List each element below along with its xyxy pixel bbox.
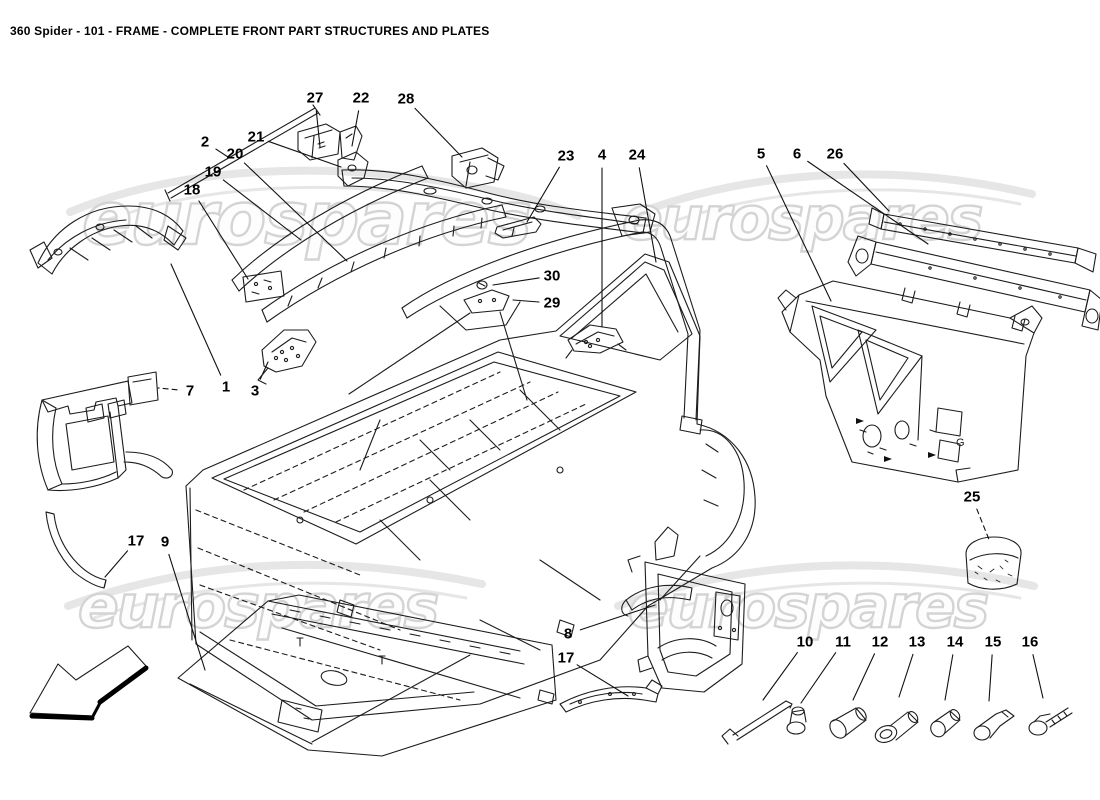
part-callout-17: 17 <box>127 532 145 550</box>
part-arch-member-rear <box>231 165 429 303</box>
fastener-flanged-bushing-13 <box>874 711 919 743</box>
leader-line-19 <box>222 179 302 241</box>
leader-line-21 <box>267 140 342 168</box>
part-plate-28 <box>451 147 505 189</box>
leader-line-10 <box>762 651 798 701</box>
part-callout-23: 23 <box>557 147 575 165</box>
leader-line-25 <box>976 508 991 543</box>
fastener-sleeve-12 <box>829 707 867 739</box>
leader-line-23 <box>526 166 560 223</box>
part-arch-member-front <box>261 204 507 323</box>
leader-line-13 <box>898 653 914 698</box>
part-callout-3: 3 <box>250 382 260 400</box>
part-callout-13: 13 <box>908 633 926 651</box>
leader-line-3 <box>259 361 269 380</box>
leader-line-22 <box>351 110 360 147</box>
leader-line-18 <box>198 200 249 280</box>
watermark-text: eurospares <box>81 175 533 263</box>
leader-line-28 <box>414 107 463 158</box>
leader-line-24 <box>638 167 657 263</box>
direction-arrow <box>29 645 149 721</box>
part-plate-22 <box>339 125 363 161</box>
leader-line-2 <box>215 148 229 158</box>
part-callout-7: 7 <box>185 382 195 400</box>
watermark-text: eurospares <box>621 183 985 255</box>
part-upper-rail <box>868 207 1097 273</box>
part-strip-23 <box>494 216 542 239</box>
fastener-bolt-14 <box>930 709 961 738</box>
part-bulkhead-panel: G <box>777 280 1043 483</box>
part-callout-9: 9 <box>160 533 170 551</box>
part-callout-6: 6 <box>792 145 802 163</box>
leader-line-16 <box>1032 654 1044 699</box>
part-callout-19: 19 <box>204 163 222 181</box>
part-callout-21: 21 <box>247 128 265 146</box>
part-callout-29: 29 <box>543 294 561 312</box>
part-callout-17: 17 <box>557 649 575 667</box>
leader-line-11 <box>800 652 837 704</box>
page-title: 360 Spider - 101 - FRAME - COMPLETE FRON… <box>10 24 490 38</box>
leader-line-20 <box>243 162 348 262</box>
leader-line-27 <box>315 110 321 148</box>
leader-line-17 <box>576 664 629 697</box>
leader-line-17 <box>104 550 129 578</box>
fastener-stud-15 <box>973 709 1015 741</box>
leader-line-14 <box>944 654 954 701</box>
leader-line-26 <box>843 162 890 212</box>
leader-line-1 <box>170 263 222 376</box>
leader-line-6 <box>807 160 929 245</box>
part-cowl-top-beam <box>337 151 656 237</box>
part-callout-22: 22 <box>352 89 370 107</box>
bulkhead-mark-label: G <box>956 437 965 449</box>
part-left-bracket-frame <box>36 371 173 491</box>
part-lower-rail <box>847 235 1100 332</box>
part-callout-15: 15 <box>984 633 1002 651</box>
leader-line-7 <box>157 387 178 391</box>
part-callout-30: 30 <box>543 267 561 285</box>
part-callout-5: 5 <box>756 145 766 163</box>
part-callout-26: 26 <box>826 145 844 163</box>
part-straight-rod <box>164 104 321 202</box>
part-callout-28: 28 <box>397 90 415 108</box>
part-callout-27: 27 <box>306 89 324 107</box>
part-callout-14: 14 <box>946 633 964 651</box>
leader-line-8 <box>579 604 656 631</box>
part-callout-25: 25 <box>963 488 981 506</box>
part-callout-4: 4 <box>597 146 607 164</box>
leader-line-30 <box>492 277 540 286</box>
part-foam-block <box>965 536 1022 590</box>
part-callout-2: 2 <box>200 133 210 151</box>
part-callout-20: 20 <box>226 145 244 163</box>
fastener-long-bolt-10 <box>721 700 793 745</box>
fastener-nut-11 <box>786 706 807 735</box>
leader-line-12 <box>852 653 876 701</box>
part-main-frame <box>185 253 756 721</box>
part-callout-16: 16 <box>1021 633 1039 651</box>
part-strip-17-left <box>45 511 107 589</box>
part-callout-18: 18 <box>183 181 201 199</box>
watermark-text: eurospares <box>77 571 441 643</box>
part-callout-24: 24 <box>628 146 646 164</box>
part-callout-12: 12 <box>871 633 889 651</box>
part-cowl-crossmember <box>29 205 187 275</box>
part-side-bracket-frame <box>621 526 746 693</box>
part-callout-8: 8 <box>563 625 573 643</box>
part-callout-10: 10 <box>796 633 814 651</box>
leader-line-9 <box>168 553 206 671</box>
part-callout-11: 11 <box>835 633 851 651</box>
leader-lines <box>104 107 1044 704</box>
part-floor-panel <box>177 594 557 757</box>
part-strip-17-right <box>559 679 663 713</box>
leader-line-15 <box>988 654 993 702</box>
leader-line-29 <box>512 299 540 303</box>
leader-line-5 <box>766 165 832 302</box>
part-callout-1: 1 <box>221 378 231 396</box>
fastener-screw-16 <box>1028 707 1073 736</box>
